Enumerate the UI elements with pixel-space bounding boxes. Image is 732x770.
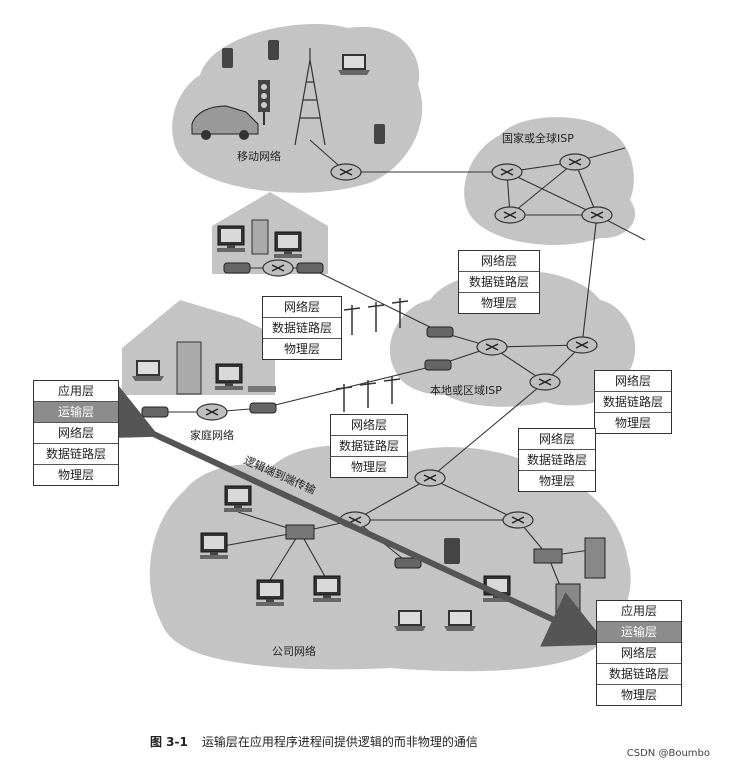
layer-data-link: 数据链路层 <box>519 450 595 471</box>
layer-physical: 物理层 <box>350 460 387 474</box>
home-house-small <box>212 192 328 274</box>
router-icon <box>559 153 591 171</box>
router-icon <box>262 259 294 277</box>
tablet-icon <box>444 538 460 564</box>
layer-physical: 物理层 <box>538 474 575 488</box>
router-icon <box>196 403 228 421</box>
end-to-end-arrow <box>92 384 608 647</box>
layer-network: 网络层 <box>331 415 407 436</box>
modem-icon <box>249 402 277 414</box>
mobile-network-label: 移动网络 <box>237 150 281 163</box>
modem-icon <box>223 262 251 274</box>
phone-icon <box>222 48 233 68</box>
layer-physical: 物理层 <box>57 468 94 482</box>
layer-physical: 物理层 <box>620 688 657 702</box>
layer-transport: 运输层 <box>597 622 681 643</box>
phone-icon <box>268 40 279 60</box>
figure-caption-text: 运输层在应用程序进程间提供逻辑的而非物理的通信 <box>201 735 478 749</box>
laptop-icon <box>338 54 370 75</box>
layer-network: 网络层 <box>595 371 671 392</box>
layer-network: 网络层 <box>519 429 595 450</box>
server-icon <box>584 537 606 579</box>
layer-data-link: 数据链路层 <box>459 272 539 293</box>
router-icon <box>566 336 598 354</box>
car-icon <box>191 105 259 140</box>
layer-network: 网络层 <box>459 251 539 272</box>
computer-icon <box>255 579 285 607</box>
cell-tower-icon <box>294 48 326 146</box>
fridge-icon <box>176 341 202 395</box>
layer-transport: 运输层 <box>34 402 118 423</box>
layer-data-link: 数据链路层 <box>263 318 341 339</box>
modem-icon <box>296 262 324 274</box>
modem-icon <box>141 406 169 418</box>
layer-application: 应用层 <box>34 381 118 402</box>
switch-icon <box>533 548 563 564</box>
router-icon <box>414 469 446 487</box>
figure-number: 图 3-1 <box>150 735 188 749</box>
figure-caption: 图 3-1 运输层在应用程序进程间提供逻辑的而非物理的通信 <box>150 733 478 750</box>
switch-icon <box>285 524 315 540</box>
computer-icon <box>223 485 253 513</box>
enterprise-network-label: 公司网络 <box>272 645 316 658</box>
computer-icon <box>216 225 246 253</box>
layer-network: 网络层 <box>263 297 341 318</box>
router-stack-enterprise: 网络层 数据链路层 物理层 <box>518 428 596 492</box>
modem-icon <box>424 359 452 371</box>
layer-data-link: 数据链路层 <box>331 436 407 457</box>
router-icon <box>491 163 523 181</box>
home-network-label: 家庭网络 <box>190 429 234 442</box>
computer-icon <box>312 575 342 603</box>
router-icon <box>529 373 561 391</box>
layer-data-link: 数据链路层 <box>34 444 118 465</box>
router-icon <box>494 206 526 224</box>
local-isp-label: 本地或区域ISP <box>430 384 502 397</box>
layer-data-link: 数据链路层 <box>595 392 671 413</box>
layer-application: 应用层 <box>597 601 681 622</box>
phone-icon <box>374 124 385 144</box>
router-stack-home-top: 网络层 数据链路层 物理层 <box>262 296 342 360</box>
router-stack-isp: 网络层 数据链路层 物理层 <box>458 250 540 314</box>
national-isp-label: 国家或全球ISP <box>502 132 574 145</box>
computer-icon <box>214 363 244 391</box>
laptop-icon <box>132 360 164 381</box>
keyboard-icon <box>248 386 276 392</box>
layer-physical: 物理层 <box>480 296 517 310</box>
protocol-stack-right: 应用层 运输层 网络层 数据链路层 物理层 <box>596 600 682 706</box>
layer-network: 网络层 <box>597 643 681 664</box>
computer-icon <box>199 532 229 560</box>
router-icon <box>581 206 613 224</box>
fridge-icon <box>251 219 269 255</box>
modem-icon <box>426 326 454 338</box>
layer-physical: 物理层 <box>614 416 651 430</box>
laptop-icon <box>444 610 476 631</box>
layer-physical: 物理层 <box>283 342 320 356</box>
laptop-icon <box>394 610 426 631</box>
router-icon <box>476 338 508 356</box>
layer-data-link: 数据链路层 <box>597 664 681 685</box>
layer-network: 网络层 <box>34 423 118 444</box>
local-isp-cloud <box>389 271 636 407</box>
watermark: CSDN @Boumbo <box>626 748 710 759</box>
router-stack-home-bottom: 网络层 数据链路层 物理层 <box>330 414 408 478</box>
protocol-stack-left: 应用层 运输层 网络层 数据链路层 物理层 <box>33 380 119 486</box>
router-icon <box>330 163 362 181</box>
computer-icon <box>273 231 303 259</box>
router-stack-local-right: 网络层 数据链路层 物理层 <box>594 370 672 434</box>
traffic-light-icon <box>258 80 270 125</box>
router-icon <box>502 511 534 529</box>
